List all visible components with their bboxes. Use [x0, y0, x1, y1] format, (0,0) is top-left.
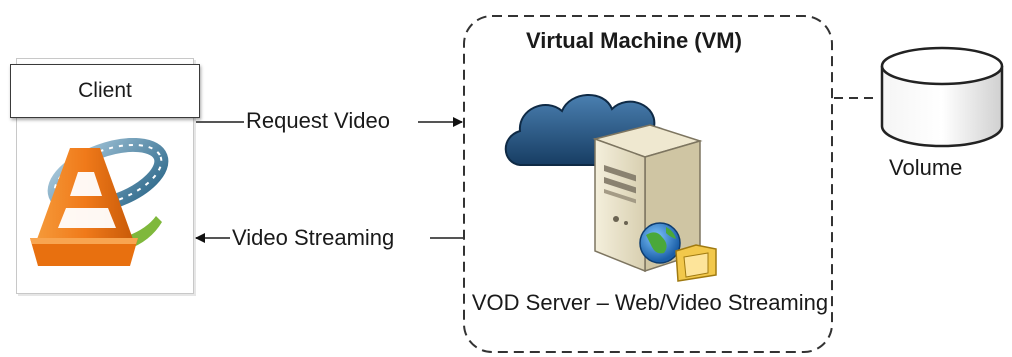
vm-title: Virtual Machine (VM) [526, 28, 742, 53]
request-video-label: Request Video [246, 108, 390, 133]
globe-folder-icon [639, 222, 717, 282]
client-title: Client [10, 64, 200, 118]
disk-cylinder-icon [880, 46, 1004, 148]
video-streaming-label: Video Streaming [232, 225, 395, 250]
vlc-cone-icon [30, 138, 169, 266]
vm-boundary [463, 15, 833, 353]
vod-server-label: VOD Server – Web/Video Streaming [471, 290, 829, 315]
volume-label: Volume [889, 155, 963, 180]
vod-server-illustration [504, 94, 717, 282]
